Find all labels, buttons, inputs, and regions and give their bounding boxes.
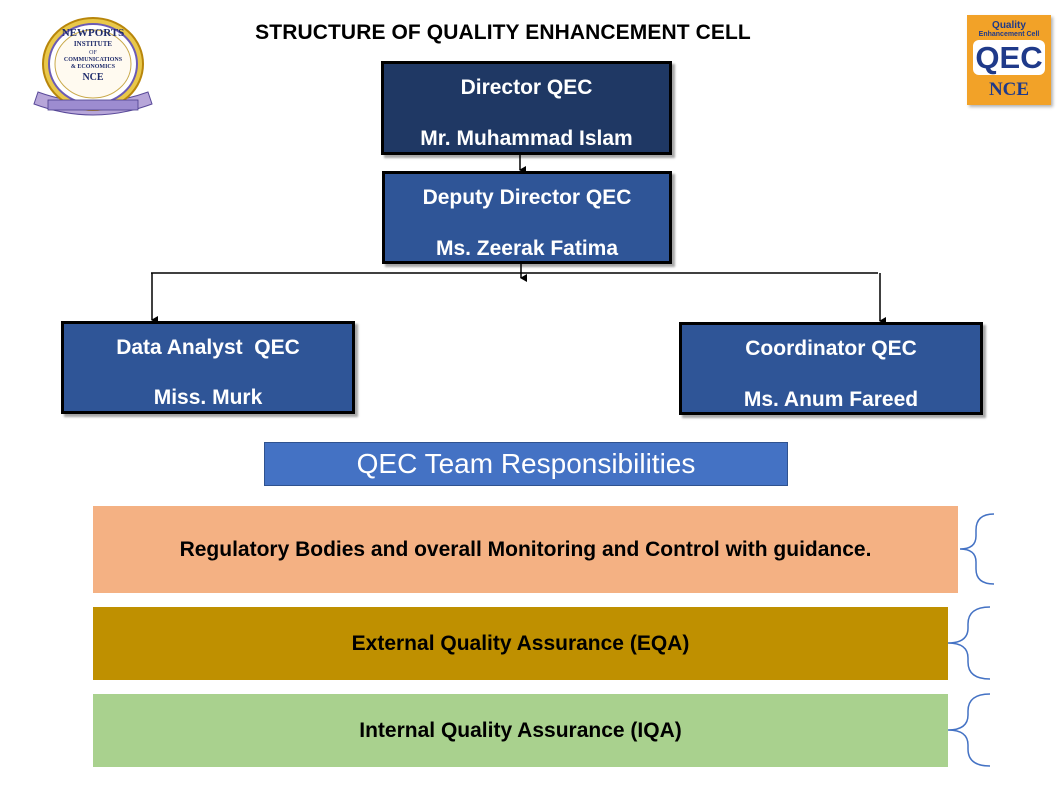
logo-line-3: OF bbox=[89, 50, 97, 56]
responsibility-regulatory: Regulatory Bodies and overall Monitoring… bbox=[93, 506, 958, 593]
responsibility-eqa-text: External Quality Assurance (EQA) bbox=[351, 632, 690, 655]
responsibility-eqa: External Quality Assurance (EQA) bbox=[93, 607, 948, 680]
deputy-name: Ms. Zeerak Fatima bbox=[435, 237, 619, 260]
director-role: Director QEC bbox=[460, 76, 593, 99]
qec-logo-bottom: NCE bbox=[988, 79, 1030, 100]
director-name: Mr. Muhammad Islam bbox=[420, 127, 633, 150]
brace-regulatory bbox=[959, 513, 995, 585]
data-analyst-box: Data Analyst QEC Miss. Murk bbox=[61, 321, 355, 414]
responsibilities-title: QEC Team Responsibilities bbox=[264, 442, 788, 486]
responsibility-iqa: Internal Quality Assurance (IQA) bbox=[93, 694, 948, 767]
coordinator-role: Coordinator QEC bbox=[745, 337, 917, 360]
brace-eqa bbox=[947, 606, 991, 680]
coordinator-name: Ms. Anum Fareed bbox=[743, 388, 919, 411]
newports-logo: NEWPORTS INSTITUTE OF COMMUNICATIONS & E… bbox=[26, 14, 160, 122]
qec-logo-sub: Enhancement Cell bbox=[978, 31, 1040, 38]
brace-iqa bbox=[947, 693, 991, 767]
logo-line-6: NCE bbox=[82, 72, 103, 83]
qec-logo-top: Quality bbox=[992, 20, 1026, 31]
data-analyst-name: Miss. Murk bbox=[153, 386, 263, 409]
deputy-box: Deputy Director QEC Ms. Zeerak Fatima bbox=[382, 171, 672, 264]
responsibility-iqa-text: Internal Quality Assurance (IQA) bbox=[359, 719, 682, 742]
deputy-role: Deputy Director QEC bbox=[422, 186, 632, 209]
responsibility-regulatory-text: Regulatory Bodies and overall Monitoring… bbox=[179, 538, 872, 561]
director-box: Director QEC Mr. Muhammad Islam bbox=[381, 61, 672, 155]
page-title: STRUCTURE OF QUALITY ENHANCEMENT CELL bbox=[255, 21, 751, 44]
logo-line-4: COMMUNICATIONS bbox=[64, 57, 123, 63]
logo-line-2: INSTITUTE bbox=[74, 40, 112, 48]
qec-logo-main: QEC bbox=[973, 40, 1045, 75]
coordinator-box: Coordinator QEC Ms. Anum Fareed bbox=[679, 322, 983, 415]
data-analyst-role: Data Analyst QEC bbox=[116, 336, 300, 359]
logo-line-5: & ECONOMICS bbox=[71, 64, 116, 70]
logo-line-1: NEWPORTS bbox=[62, 27, 125, 39]
qec-logo: Quality Enhancement Cell QEC NCE bbox=[967, 15, 1051, 105]
